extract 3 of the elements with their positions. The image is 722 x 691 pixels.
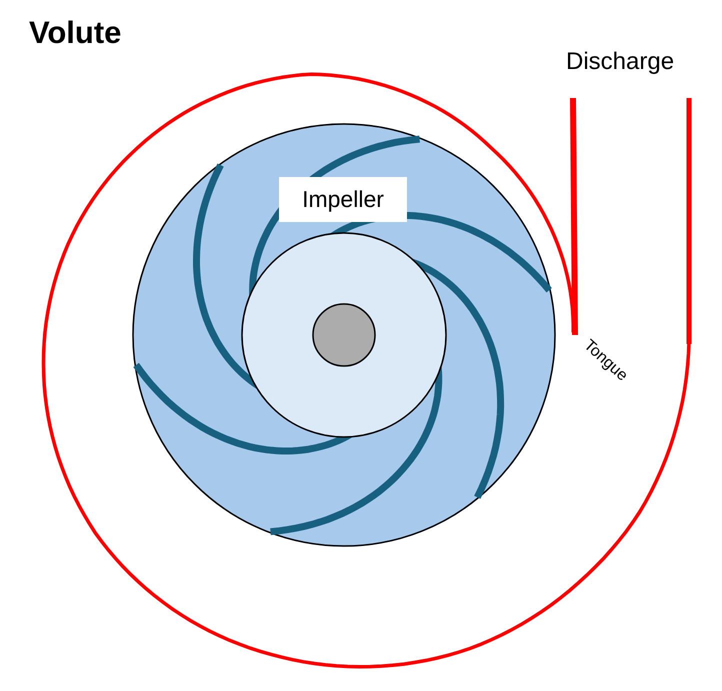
- part-label: Discharge: [566, 47, 674, 77]
- diagram-title: Volute: [29, 14, 122, 52]
- part-label: Impeller: [279, 177, 407, 222]
